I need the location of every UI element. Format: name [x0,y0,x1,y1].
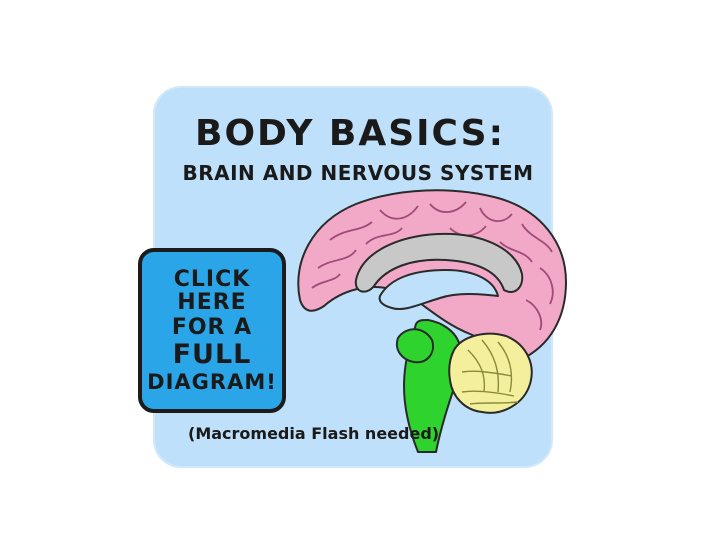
click-for-full-diagram-button[interactable]: CLICK HERE FOR A FULL DIAGRAM! [138,248,286,413]
pons-shape [396,328,434,364]
cta-line-4: DIAGRAM! [147,370,277,395]
cta-line-3: FULL [172,338,252,370]
flash-requirement-note: (Macromedia Flash needed) [188,424,440,443]
cta-line-1: CLICK HERE [173,266,251,315]
cta-line-2: FOR A [171,314,253,340]
brain-illustration-icon [297,189,567,453]
banner-subtitle: BRAIN AND NERVOUS SYSTEM [182,161,533,185]
corpus-callosum-shape [354,232,524,293]
ventricle-shape [378,269,499,310]
banner-title: BODY BASICS: [195,113,505,154]
